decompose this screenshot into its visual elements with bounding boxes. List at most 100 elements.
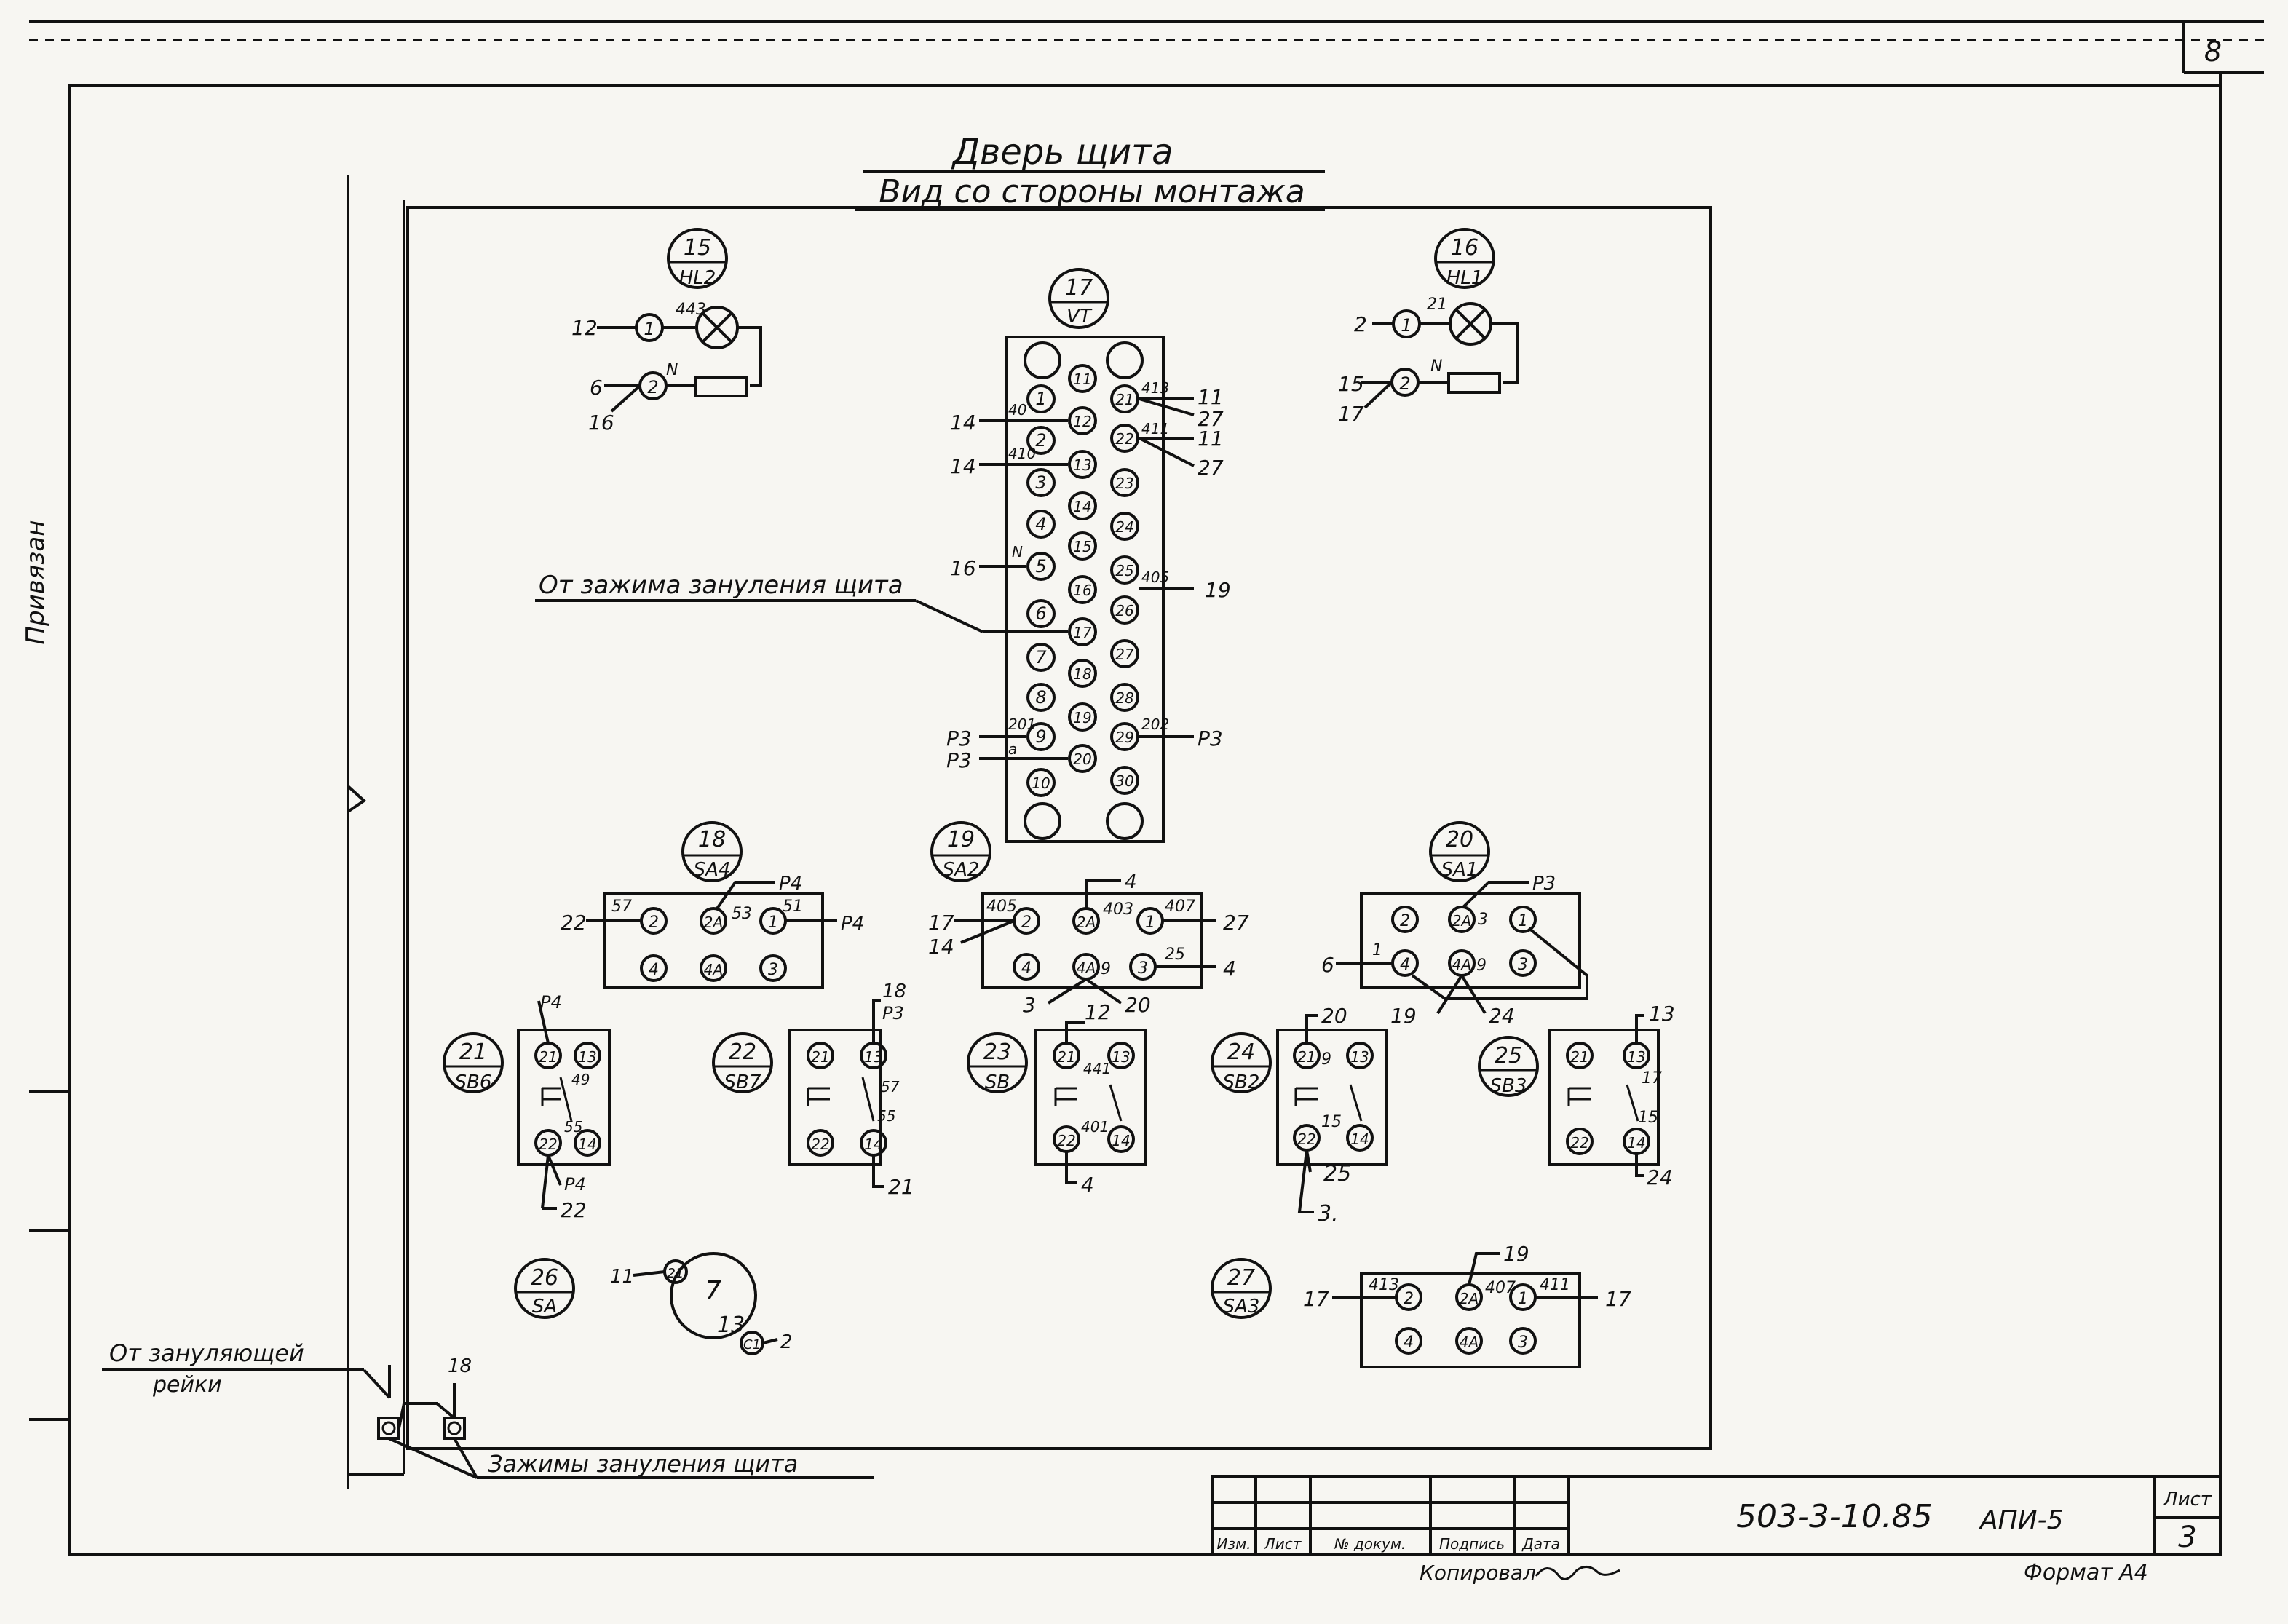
svg-text:22: 22 (1057, 1132, 1075, 1149)
svg-text:2A: 2A (704, 914, 723, 931)
svg-text:2: 2 (1400, 912, 1410, 930)
svg-text:24: 24 (1227, 1039, 1255, 1065)
svg-text:20: 20 (1446, 827, 1473, 852)
terminal-label-6: 6 (1035, 603, 1046, 624)
svg-text:Р3: Р3 (1532, 873, 1556, 895)
terminal-15 (1068, 531, 1097, 561)
terminal-label-4: 4 (1035, 514, 1046, 534)
svg-text:202: 202 (1141, 716, 1169, 733)
terminal-28 (1110, 683, 1139, 712)
svg-text:4A: 4A (1460, 1334, 1479, 1351)
svg-text:22: 22 (1297, 1130, 1315, 1148)
sheet-number: 3 (2178, 1521, 2196, 1554)
terminal-label-3: 3 (1035, 472, 1046, 493)
svg-text:401: 401 (1081, 1118, 1109, 1136)
svg-text:1: 1 (768, 914, 778, 932)
svg-text:57: 57 (611, 898, 632, 916)
svg-text:2: 2 (780, 1331, 793, 1353)
sheet-frame (29, 20, 2264, 1556)
svg-text:403: 403 (1103, 900, 1133, 919)
svg-text:19: 19 (1390, 1004, 1417, 1028)
device-sb: 23 SB 21 13 22 14 12 441 401 4 (967, 1000, 1147, 1197)
svg-text:N: N (666, 361, 678, 379)
svg-text:40: 40 (1008, 401, 1026, 419)
svg-text:27: 27 (1227, 1265, 1255, 1291)
svg-text:22: 22 (539, 1136, 557, 1153)
device-sb3: 25 SB3 21 13 22 14 13 17 15 24 (1478, 1002, 1675, 1189)
svg-text:a: a (1008, 740, 1017, 758)
terminal-label-16: 16 (1073, 582, 1091, 599)
svg-text:14: 14 (950, 411, 976, 435)
svg-text:1: 1 (1401, 315, 1412, 336)
device-sb6: 21 SB6 21 13 22 14 Р4 49 55 Р4 22 (443, 992, 611, 1222)
terminal-6 (1026, 599, 1056, 628)
svg-text:21: 21 (1057, 1048, 1075, 1066)
device-sb7: 22 SB7 21 13 22 14 18 Р3 57 55 21 (712, 981, 914, 1199)
terminal-8 (1026, 683, 1056, 712)
svg-text:411: 411 (1540, 1276, 1570, 1294)
svg-text:4A: 4A (1077, 959, 1096, 977)
svg-text:2: 2 (1399, 373, 1410, 394)
svg-text:21: 21 (1297, 1048, 1315, 1066)
svg-text:411: 411 (1141, 420, 1169, 437)
terminal-24 (1110, 512, 1139, 541)
svg-text:13: 13 (864, 1048, 882, 1066)
svg-text:26: 26 (531, 1265, 558, 1291)
svg-text:18: 18 (882, 981, 906, 1002)
svg-text:21: 21 (459, 1039, 487, 1065)
svg-text:7: 7 (705, 1276, 721, 1306)
device-sb2: 24 SB2 21 13 22 14 20 9 15 25 3. (1211, 1004, 1388, 1227)
terminal-label-8: 8 (1035, 687, 1046, 708)
svg-text:407: 407 (1485, 1279, 1516, 1297)
svg-text:SA1: SA1 (1441, 859, 1479, 881)
svg-text:3.: 3. (1318, 1201, 1339, 1227)
svg-text:SA4: SA4 (694, 859, 731, 881)
terminal-29 (1110, 722, 1139, 751)
svg-text:2A: 2A (1460, 1290, 1479, 1307)
svg-text:HL1: HL1 (1446, 267, 1484, 289)
svg-text:22: 22 (561, 911, 587, 935)
svg-text:17: 17 (1303, 1287, 1329, 1311)
svg-text:25: 25 (1165, 946, 1185, 964)
svg-text:21: 21 (668, 1266, 684, 1281)
device-sa2: 19 SA2 2 2A 1 4 4A 3 17 14 405 4 403 27 … (928, 821, 1249, 1017)
terminal-label-18: 18 (1073, 665, 1091, 683)
terminal-label-27: 27 (1115, 646, 1134, 663)
svg-text:17: 17 (1065, 275, 1093, 301)
svg-text:VT: VT (1066, 306, 1093, 328)
svg-text:4: 4 (1021, 959, 1032, 978)
terminal-23 (1110, 468, 1139, 497)
svg-text:4: 4 (1404, 1334, 1414, 1352)
svg-text:405: 405 (986, 898, 1017, 916)
svg-text:Р3: Р3 (1198, 726, 1223, 750)
terminal-label-10: 10 (1032, 775, 1050, 792)
terminal-label-11: 11 (1073, 371, 1091, 388)
col-list: Лист (1264, 1535, 1302, 1553)
title-line-2: Вид со стороны монтажа (879, 173, 1305, 210)
svg-text:21: 21 (811, 1048, 829, 1066)
svg-text:17: 17 (1338, 402, 1364, 426)
terminal-label-2: 2 (1035, 430, 1046, 451)
svg-text:SB6: SB6 (455, 1072, 492, 1093)
terminal-label-15: 15 (1073, 538, 1091, 555)
terminal-7 (1026, 643, 1056, 672)
device-hl2: 15 HL2 1 443 2 N 12 6 16 (571, 228, 762, 435)
svg-text:SA: SA (532, 1296, 557, 1318)
svg-text:4: 4 (1081, 1173, 1094, 1197)
svg-text:6: 6 (1321, 953, 1334, 977)
terminal-26 (1110, 595, 1139, 625)
svg-text:2A: 2A (1452, 912, 1471, 930)
svg-text:413: 413 (1369, 1276, 1399, 1294)
terminal-label-29: 29 (1115, 729, 1133, 746)
terminal-label-9: 9 (1035, 726, 1046, 747)
device-vt: 17 VT (1005, 268, 1165, 843)
terminal-label-24: 24 (1115, 518, 1133, 536)
terminal-2 (1026, 426, 1056, 455)
svg-text:18: 18 (698, 827, 726, 852)
svg-text:Р4: Р4 (564, 1174, 586, 1195)
terminal-1 (1026, 384, 1056, 413)
terminal-10 (1026, 768, 1056, 797)
terminal-22 (1110, 424, 1139, 453)
svg-text:13: 13 (1112, 1048, 1130, 1066)
svg-text:18: 18 (448, 1355, 472, 1377)
